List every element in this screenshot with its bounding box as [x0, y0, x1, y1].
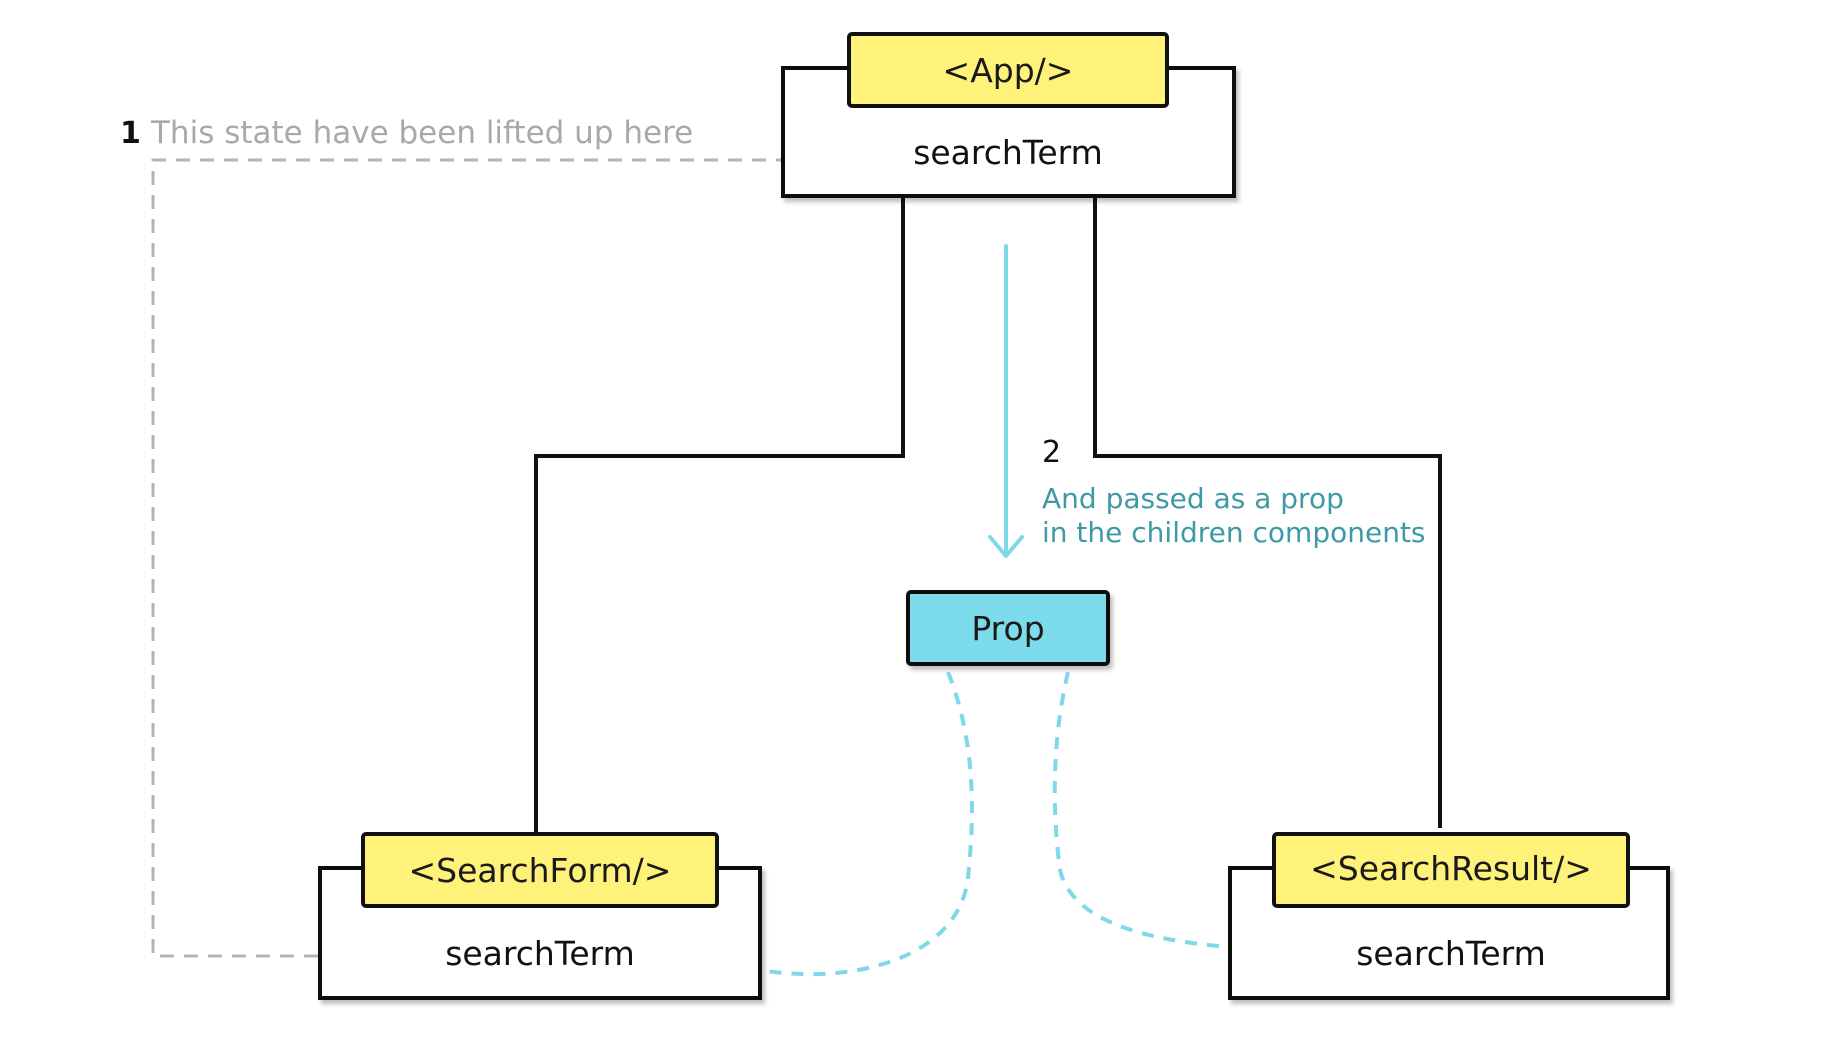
- step-1-number: 1: [120, 116, 141, 151]
- prop-label: Prop: [971, 609, 1044, 648]
- app-component: <App/> searchTerm: [781, 32, 1236, 198]
- connector-app-to-searchform: [534, 196, 905, 832]
- prop-to-searchresult-dashed-curve: [1052, 671, 1296, 952]
- searchresult-tag-label: <SearchResult/>: [1310, 849, 1592, 888]
- app-state-label: searchTerm: [913, 133, 1103, 172]
- step-2-note-line-2: in the children components: [1042, 516, 1426, 549]
- searchform-tag-label: <SearchForm/>: [409, 851, 672, 890]
- searchresult-component: <SearchResult/> searchTerm: [1228, 832, 1670, 1000]
- step-2-number: 2: [1042, 435, 1061, 470]
- searchform-state-label: searchTerm: [445, 934, 635, 973]
- app-tag-label-box: [847, 32, 1169, 108]
- searchresult-tag-label-box: [1272, 832, 1630, 908]
- lift-state-dashed-path: [151, 158, 858, 958]
- app-tag-label: <App/>: [943, 51, 1074, 90]
- prop-node: Prop: [906, 590, 1110, 666]
- prop-box: [906, 590, 1110, 666]
- searchform-tag-label-box: [361, 832, 719, 908]
- connector-app-to-searchresult: [1093, 196, 1442, 828]
- searchform-component: <SearchForm/> searchTerm: [318, 832, 762, 1000]
- step-1-note: This state have been lifted up here: [150, 115, 693, 151]
- step-2-note-line-1: And passed as a prop: [1042, 482, 1344, 515]
- prop-flow-arrowhead: [988, 535, 1024, 558]
- searchresult-state-label: searchTerm: [1356, 934, 1546, 973]
